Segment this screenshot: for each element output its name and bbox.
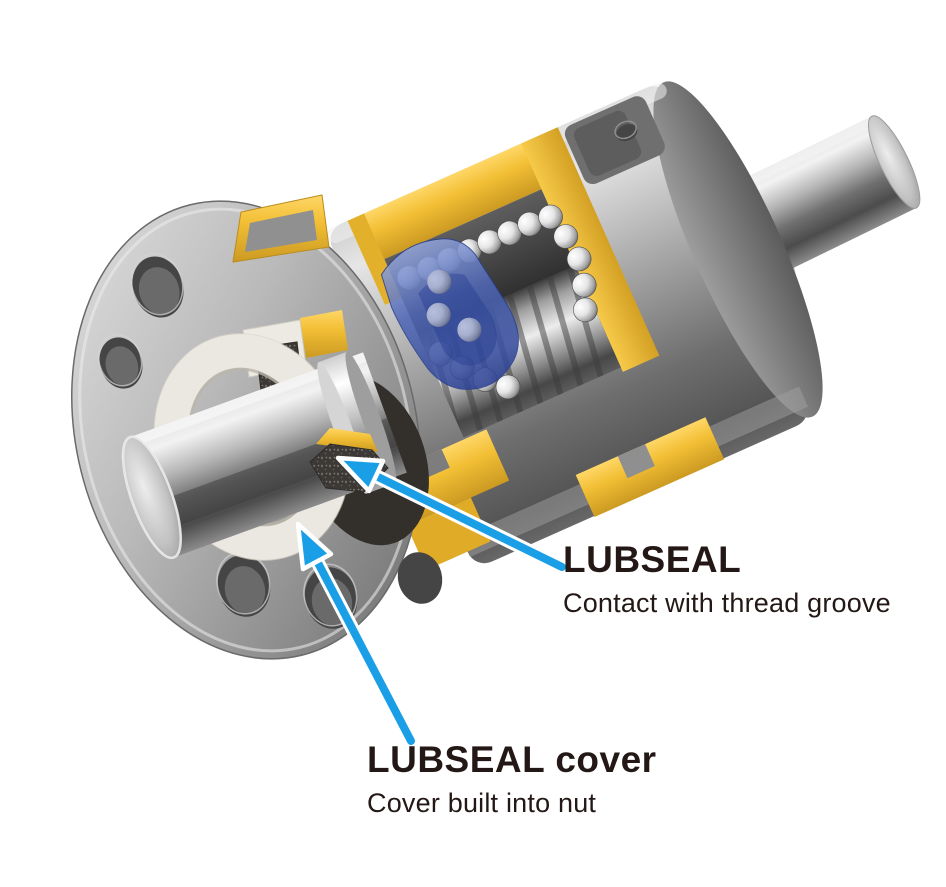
recirculation-insert — [380, 238, 519, 390]
flange-bolt-hole — [216, 551, 271, 617]
annotation-lubseal-cover: LUBSEAL cover Cover built into nut — [367, 739, 657, 819]
flange-cut-notch — [232, 194, 330, 263]
lubseal-cover-arrow-line — [313, 557, 415, 745]
lubseal-arrow-line — [370, 471, 566, 571]
lubseal-arrow-head — [335, 455, 386, 494]
annotation-lubseal-cover-title: LUBSEAL cover — [367, 739, 657, 780]
annotation-lubseal-cover-subtitle: Cover built into nut — [367, 787, 597, 818]
gold-seal-groove — [300, 310, 348, 358]
annotation-lubseal: LUBSEAL Contact with thread groove — [563, 539, 891, 619]
lube-port-keyway — [564, 96, 665, 185]
nut-body — [327, 81, 823, 570]
annotation-lubseal-title: LUBSEAL — [563, 539, 742, 580]
lubseal-arrow — [335, 455, 569, 574]
annotation-lubseal-subtitle: Contact with thread groove — [563, 587, 891, 618]
flange-bolt-hole — [130, 252, 184, 318]
flange-bolt-hole — [397, 552, 443, 604]
nut-rear-face — [653, 81, 823, 418]
lubseal-cover-arrow-head — [295, 521, 334, 572]
flange-bolt-hole — [97, 333, 143, 389]
lubseal-cover-arrow — [295, 521, 418, 748]
